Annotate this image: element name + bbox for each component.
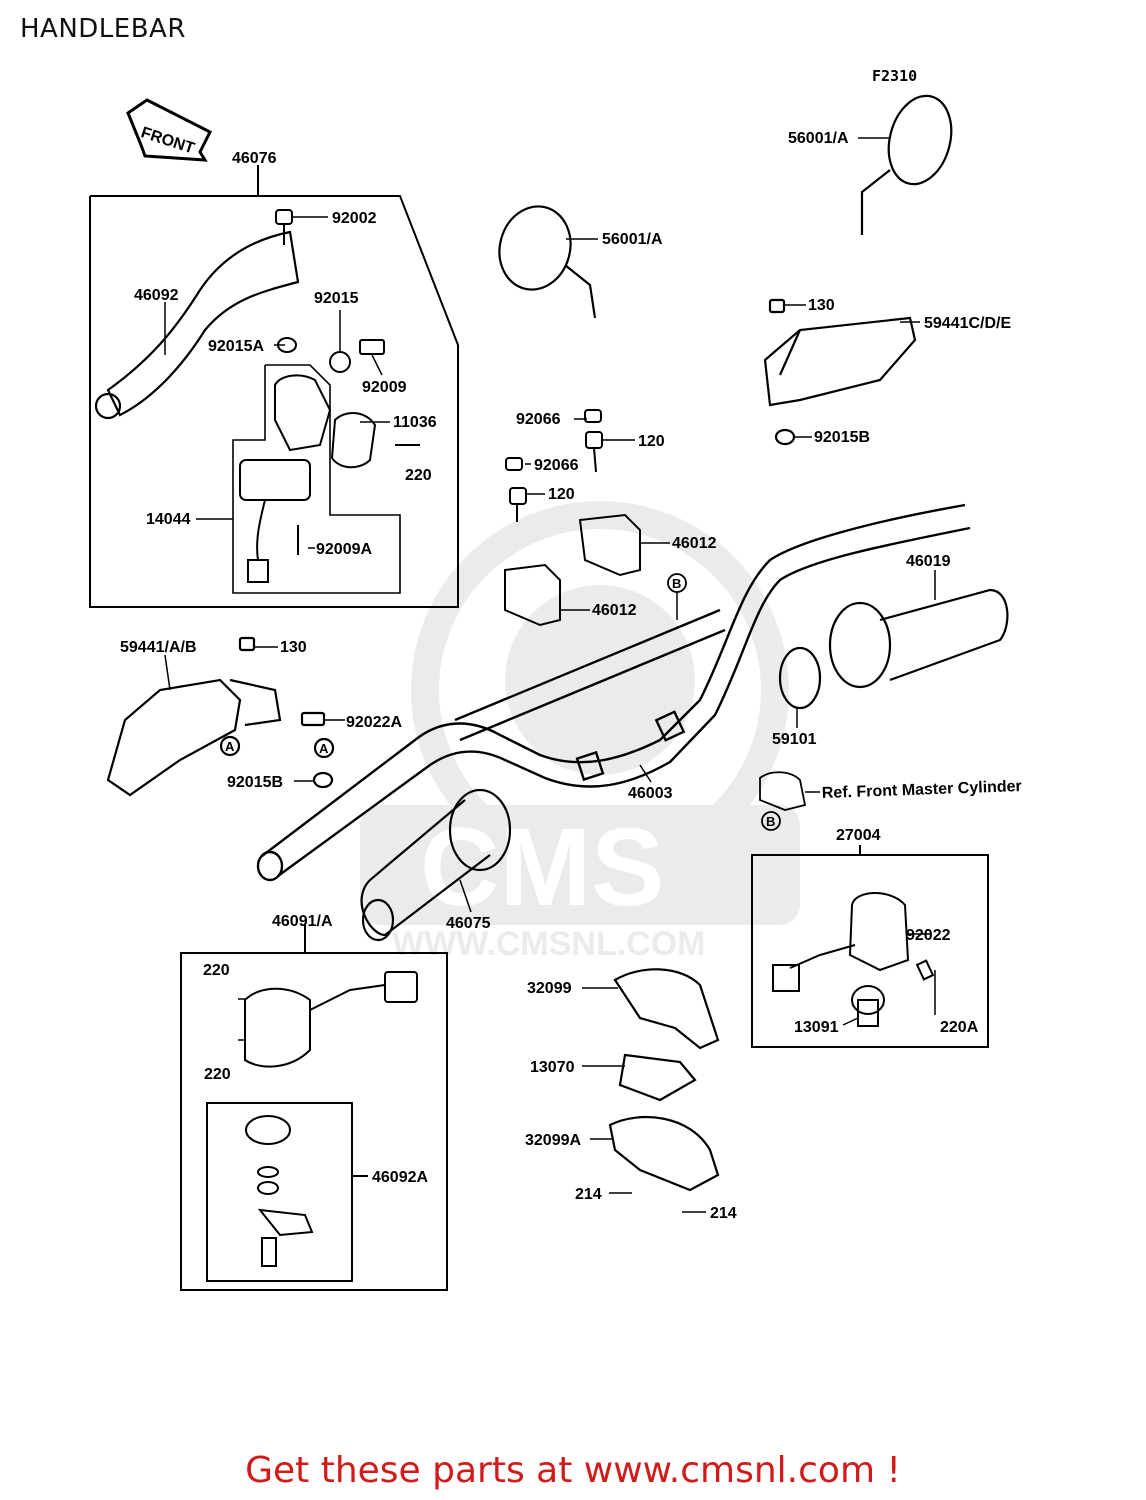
part-label-92009: 92009: [362, 379, 407, 396]
part-label-220-a: 220: [405, 467, 432, 484]
part-label-92015A: 92015A: [208, 338, 264, 355]
handlebar-tube: [256, 503, 971, 882]
left-grip: [360, 788, 512, 942]
part-label-46012-a: 46012: [672, 535, 717, 552]
part-label-120-a: 120: [638, 433, 665, 450]
part-label-92066-b: 92066: [534, 457, 579, 474]
watermark-url: WWW.CMSNL.COM: [392, 925, 706, 963]
part-label-32099A: 32099A: [525, 1132, 581, 1149]
part-label-56001A-right: 56001/A: [788, 130, 849, 147]
right-hand-guard: [763, 298, 917, 446]
part-label-92009A: 92009A: [316, 541, 372, 558]
part-label-46092: 46092: [134, 287, 179, 304]
throttle-grip: [778, 588, 1009, 710]
footer-cta-link[interactable]: Get these parts at www.cmsnl.com !: [245, 1450, 901, 1491]
part-label-59441CDE: 59441C/D/E: [924, 315, 1011, 332]
right-switch-housing: [608, 968, 720, 1192]
start-switch-assembly: [751, 845, 989, 1048]
ref-marker-b-bar: B: [672, 576, 681, 591]
part-label-27004: 27004: [836, 827, 881, 844]
part-label-220-b: 220: [203, 962, 230, 979]
part-label-46075: 46075: [446, 915, 491, 932]
page-title: HANDLEBAR: [20, 14, 186, 44]
part-label-46003: 46003: [628, 785, 673, 802]
part-label-214-a: 214: [575, 1186, 602, 1203]
handlebar-clamps: [504, 409, 641, 627]
part-label-32099: 32099: [527, 980, 572, 997]
cms-watermark: CMS WWW.CMSNL.COM: [360, 501, 800, 963]
part-label-46076: 46076: [232, 150, 277, 167]
part-labels: 46076 92002 46092 92015 92015A 92009 110…: [120, 130, 1022, 1222]
left-switch-assembly: [180, 924, 448, 1291]
part-label-13091: 13091: [794, 1019, 839, 1036]
front-direction-arrow: FRONT: [126, 98, 213, 162]
part-label-92066-a: 92066: [516, 411, 561, 428]
part-label-130-left: 130: [280, 639, 307, 656]
part-label-46092A: 46092A: [372, 1169, 428, 1186]
part-label-214-b: 214: [710, 1205, 737, 1222]
ref-marker-a-left: A: [225, 739, 235, 754]
part-label-92002: 92002: [332, 210, 377, 227]
watermark-brand: CMS: [420, 806, 664, 929]
part-label-220-c: 220: [204, 1066, 231, 1083]
figure-code: F2310: [872, 67, 917, 85]
part-label-220A: 220A: [940, 1019, 979, 1036]
clutch-lever-assembly: [89, 165, 459, 608]
part-label-56001A-left: 56001/A: [602, 231, 663, 248]
left-hand-guard: [106, 636, 335, 797]
ref-marker-b-cylinder: B: [766, 814, 775, 829]
part-label-92015: 92015: [314, 290, 359, 307]
part-label-13070: 13070: [530, 1059, 575, 1076]
part-label-11036: 11036: [393, 414, 437, 431]
part-label-92022A: 92022A: [346, 714, 402, 731]
ref-marker-a-right: A: [319, 741, 329, 756]
right-mirror: [860, 94, 953, 235]
part-label-14044: 14044: [146, 511, 191, 528]
part-label-92022: 92022: [906, 927, 951, 944]
part-label-46091A: 46091/A: [272, 913, 333, 930]
part-label-92015B-right: 92015B: [814, 429, 870, 446]
part-label-59101: 59101: [772, 731, 817, 748]
part-label-130-right: 130: [808, 297, 835, 314]
leader-lines: [164, 137, 936, 1213]
left-mirror: [498, 205, 597, 319]
part-label-ref-front-master-cylinder: Ref. Front Master Cylinder: [822, 778, 1023, 802]
part-label-92015B-left: 92015B: [227, 774, 283, 791]
part-label-46019: 46019: [906, 553, 951, 570]
part-label-120-b: 120: [548, 486, 575, 503]
part-label-46012-b: 46012: [592, 602, 637, 619]
part-label-59441AB: 59441/A/B: [120, 639, 197, 656]
ref-letters: A A B B: [225, 576, 775, 829]
